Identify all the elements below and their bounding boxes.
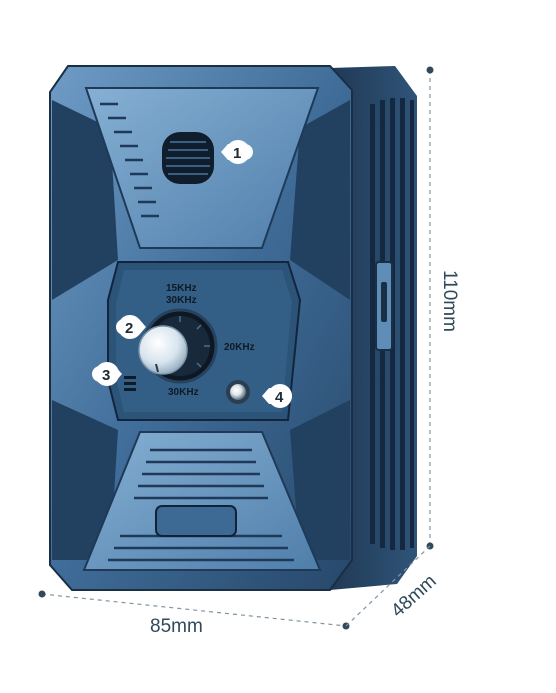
callout-4: 4 <box>262 384 292 408</box>
bottom-vent-slats <box>108 448 294 562</box>
callout-2: 2 <box>116 315 146 339</box>
speaker-grille <box>162 132 214 184</box>
knob-label-bottom: 30KHz <box>168 387 199 398</box>
svg-text:2: 2 <box>125 320 133 337</box>
height-label: 110mm <box>439 270 460 332</box>
width-label: 85mm <box>150 616 203 637</box>
mode-indicator <box>124 376 136 391</box>
callout-1: 1 <box>221 140 253 164</box>
led-indicator[interactable] <box>226 380 250 404</box>
knob-label-right: 20KHz <box>224 342 255 353</box>
knob-label-top-1: 15KHz <box>166 283 197 294</box>
svg-text:4: 4 <box>275 389 284 406</box>
svg-text:1: 1 <box>233 145 241 162</box>
top-vent-slats <box>100 102 159 218</box>
knob-label-top-2: 30KHz <box>166 295 197 306</box>
callout-3: 3 <box>92 362 122 386</box>
battery-door[interactable] <box>155 505 237 537</box>
side-switch[interactable] <box>375 261 393 351</box>
width-dimension: 85mm <box>38 590 350 637</box>
frequency-knob[interactable] <box>138 308 218 384</box>
svg-text:3: 3 <box>102 367 110 384</box>
height-dimension: 110mm <box>426 66 460 550</box>
